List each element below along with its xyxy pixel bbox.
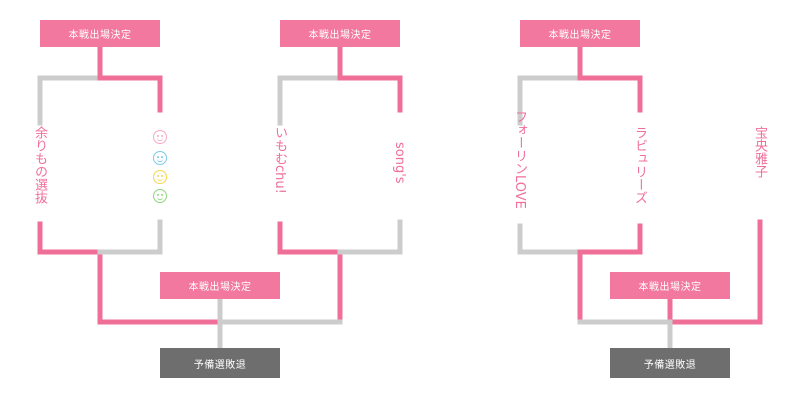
team-rabyuriizu: ラビュリーズ: [632, 126, 647, 204]
line-top-mid-loser: [277, 75, 343, 126]
team-fourin: フォーリンLOVE: [512, 110, 527, 209]
advance-box-right-final: 本戦出場決定: [610, 272, 730, 299]
line-top-left-winner: [97, 42, 163, 113]
smiley-pink-icon: [153, 130, 167, 144]
advance-box-top-mid: 本戦出場決定: [280, 20, 400, 47]
smiley-yellow-icon: [153, 170, 167, 184]
line-top-mid-winner: [337, 42, 403, 113]
eliminated-box-right: 予備選敗退: [610, 348, 730, 378]
team-imomuchu: いもむchu!: [272, 126, 287, 194]
line-houou-bottom: [667, 219, 763, 325]
line-emoji-bottom: [97, 219, 163, 255]
line-right-top-winner: [577, 42, 643, 113]
advance-box-left-final: 本戦出場決定: [160, 272, 280, 299]
line-top-left-loser: [37, 75, 103, 126]
smiley-green-icon: [153, 189, 167, 203]
team-songs: song's: [392, 142, 407, 184]
line-right-top-loser: [517, 75, 583, 126]
team-amarimono: 余りもの選抜: [32, 126, 47, 204]
advance-box-top-right: 本戦出場決定: [520, 20, 640, 47]
line-fourin-bottom: [517, 223, 583, 255]
eliminated-box-left: 予備選敗退: [160, 348, 280, 378]
smiley-blue-icon: [153, 151, 167, 165]
line-songs-bottom: [337, 219, 403, 255]
team-houou: 宝央雅子: [752, 126, 767, 178]
advance-box-top-left: 本戦出場決定: [40, 20, 160, 47]
